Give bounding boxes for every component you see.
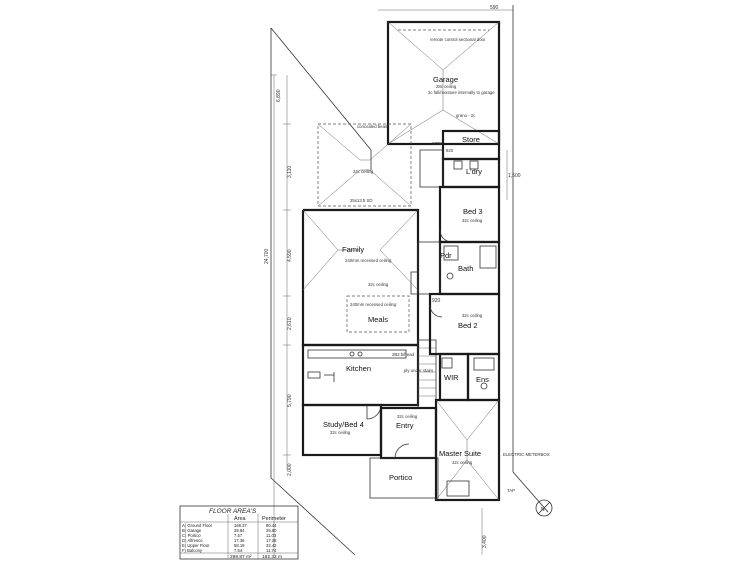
alfresco-area xyxy=(317,123,412,207)
meterbox-note: ELECTRIC METERBOX xyxy=(503,452,550,457)
store-step-note: STEP xyxy=(432,141,443,146)
dim-right-1: 1,500 xyxy=(508,173,521,179)
floor-area-total-area: 298.87 m² xyxy=(230,554,252,560)
ens-label: Ens xyxy=(476,375,489,384)
floor-area-row-name: C) Portico xyxy=(182,533,201,538)
study-label: Study/Bed 4 xyxy=(323,420,364,429)
bed3-label: Bed 3 xyxy=(463,207,483,216)
dim-right-2: 920 xyxy=(432,298,441,304)
ldry-dim-note: 920 xyxy=(446,148,454,153)
master-suite-label: Master Suite xyxy=(439,449,481,458)
floor-area-row-perimeter: 17.28 xyxy=(266,538,277,543)
ldry-label: L'dry xyxy=(466,167,482,176)
floor-area-row-name: D) Alfresco xyxy=(182,538,203,543)
floor-area-row-area: 7.57 xyxy=(234,533,243,538)
garage-label: Garage xyxy=(433,75,458,84)
floor-area-row-area: 7.54 xyxy=(234,548,243,553)
floor-area-total-perimeter: 162.32 m xyxy=(262,554,282,560)
floor-area-row-name: B) Garage xyxy=(182,528,202,533)
pdr-label: Pdr xyxy=(440,251,452,260)
family-ceiling-note: 32c ceiling xyxy=(368,282,389,287)
stairs xyxy=(417,339,437,409)
master-suite-room xyxy=(434,398,501,502)
floor-area-col-area: Area xyxy=(234,516,247,522)
floor-area-row-perimeter: 32.42 xyxy=(266,543,277,548)
study-ceiling-note: 32c ceiling xyxy=(330,430,351,435)
meals-recessed-note: 240mm recessed ceiling xyxy=(350,302,397,307)
floor-area-row-name: E) Upper Floor xyxy=(182,543,210,548)
tap-note: TAP xyxy=(507,488,515,493)
dimension-lines xyxy=(271,74,508,555)
kitchen-bhead-note: 2B2 b/head xyxy=(392,352,415,357)
dim-overall: 24,700 xyxy=(264,248,270,264)
garage-door-note: remote control sectional door xyxy=(430,37,486,42)
alfresco-beam-note: concealed beam xyxy=(357,124,389,129)
floor-area-row-area: 17.36 xyxy=(234,538,245,543)
dim-bottom: 3,400 xyxy=(482,535,488,548)
kitchen-label: Kitchen xyxy=(346,364,371,373)
portico-label: Portico xyxy=(389,473,412,482)
north-arrow xyxy=(535,499,553,517)
floor-area-row-perimeter: 11.03 xyxy=(266,533,277,538)
store-label: Store xyxy=(462,135,480,144)
bed2-label: Bed 2 xyxy=(458,321,478,330)
dim-top-right: 590 xyxy=(490,5,499,11)
dim-left-3: 2,610 xyxy=(287,317,293,330)
dim-left-1: 3,110 xyxy=(287,166,293,178)
family-meals-room xyxy=(301,208,420,347)
bed3-ceiling-note: 32c ceiling xyxy=(462,218,483,223)
bed2-ceiling-note: 32c ceiling xyxy=(462,313,483,318)
dim-top-left: 6,890 xyxy=(276,89,282,102)
family-beam-note: 25x13.5 SD xyxy=(350,198,372,203)
portico-area xyxy=(369,457,439,499)
floor-area-row-name: F) Balcony xyxy=(182,548,203,553)
master-ceiling-note: 32c ceiling xyxy=(452,460,473,465)
floor-area-row-area: 39.84 xyxy=(234,528,245,533)
floor-area-row-area: 58.19 xyxy=(234,543,245,548)
floor-area-title: FLOOR AREA'S xyxy=(209,508,257,515)
floor-area-row-perimeter: 25.60 xyxy=(266,528,277,533)
bath-label: Bath xyxy=(458,264,473,273)
meals-label: Meals xyxy=(368,315,388,324)
dim-left-5: 2,000 xyxy=(287,463,293,476)
dim-left-2: 4,590 xyxy=(287,249,293,262)
dim-left-4: 5,790 xyxy=(287,394,293,407)
family-label: Family xyxy=(342,245,364,254)
floor-area-col-perimeter: Perimeter xyxy=(262,516,286,522)
kitchen-understair-note: ply under stairs xyxy=(404,368,433,373)
entry-label: Entry xyxy=(396,421,414,430)
floor-area-row-perimeter: 80.44 xyxy=(266,523,277,528)
store-ldry-rooms xyxy=(419,129,501,189)
garage-floor-note: grano - 2c xyxy=(456,113,476,118)
garage-access-note: 2c fall/moisture internally to garage xyxy=(428,90,495,95)
floor-area-row-area: 168.37 xyxy=(234,523,247,528)
floor-area-table-frame xyxy=(179,505,299,560)
entry-ceiling-note: 32c ceiling xyxy=(397,414,418,419)
floor-area-row-name: A) Ground Floor xyxy=(182,523,213,528)
north-arrow-label: N xyxy=(541,507,545,513)
site-boundary xyxy=(270,5,549,556)
family-recessed-note: 240mm recessed ceiling xyxy=(345,258,392,263)
floor-area-row-perimeter: 11.74 xyxy=(266,548,277,553)
garage-ceiling-note: 28c ceiling xyxy=(436,84,457,89)
alfresco-ceiling-note: 32c ceiling xyxy=(353,169,374,174)
wir-label: WIR xyxy=(444,373,459,382)
